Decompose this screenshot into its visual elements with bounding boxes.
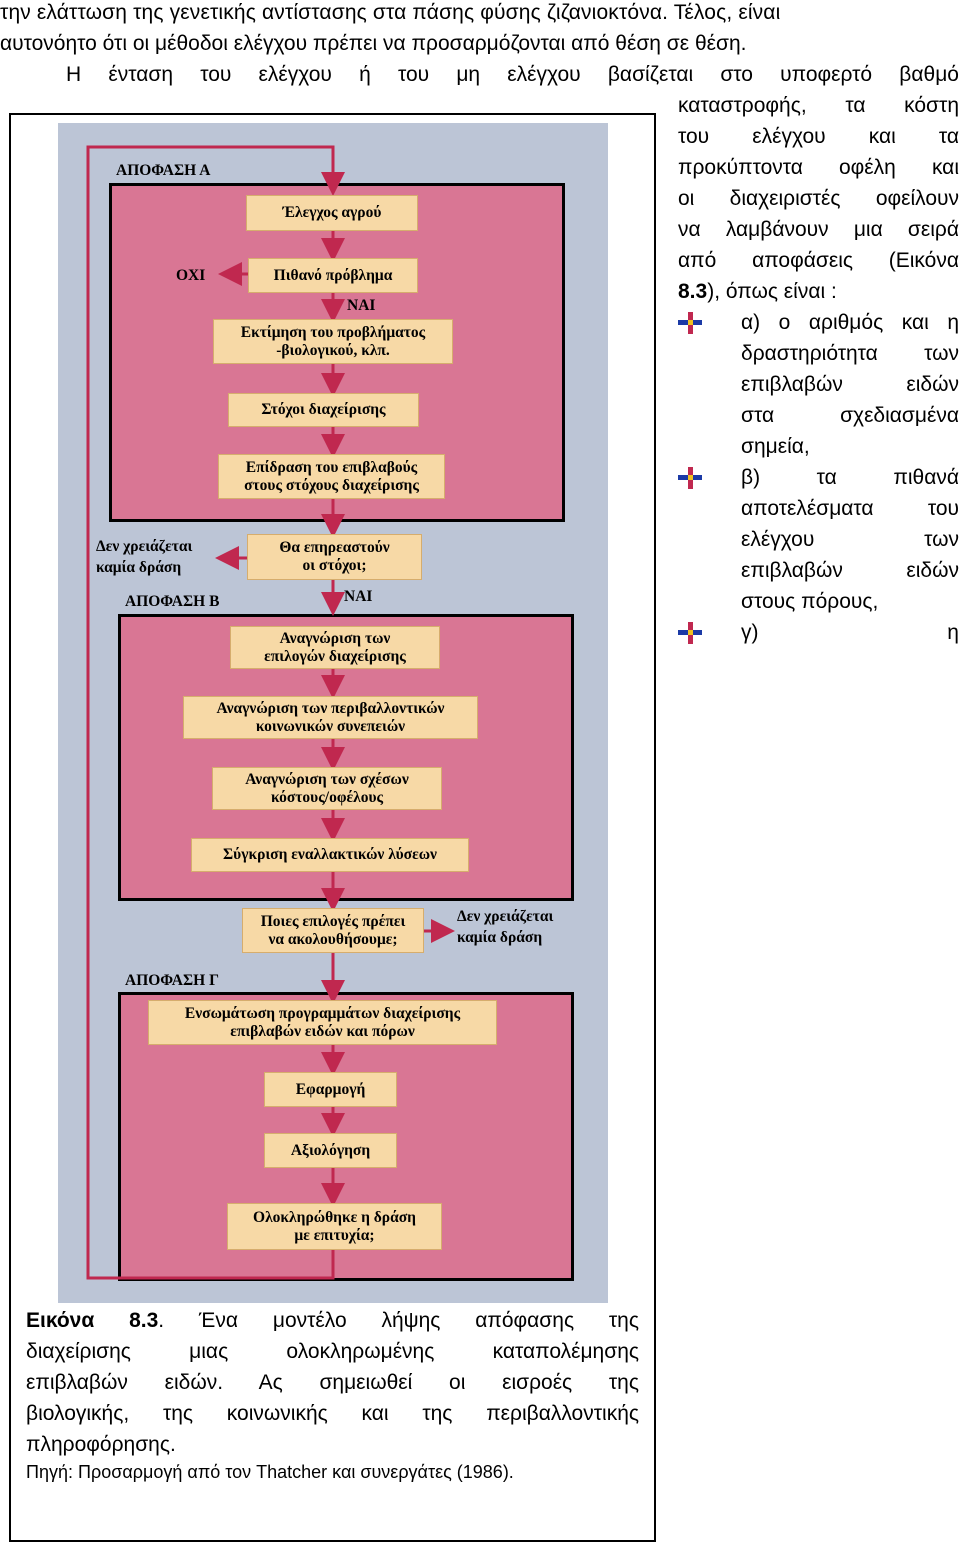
right-line: του ελέγχου και τα — [678, 125, 959, 148]
bullet-c: γ) η — [741, 621, 959, 644]
bullet-a: α) ο αριθμός και η δραστηριότητα των επι… — [741, 311, 959, 458]
node-implementation: Εφαρμογή — [264, 1072, 397, 1107]
body-line-2: αυτονόητο ότι οι μέθοδοι ελέγχου πρέπει … — [0, 32, 747, 55]
figure-frame — [9, 113, 656, 1542]
bullet-icon — [678, 467, 702, 489]
caption-line: βιολογικής, της κοινωνικής και της περιβ… — [26, 1402, 639, 1425]
body-line-3: Η ένταση του ελέγχου ή του μη ελέγχου βα… — [66, 63, 959, 86]
right-line: να λαμβάνουν μια σειρά — [678, 218, 959, 241]
bullet-b: β) τα πιθανά αποτελέσματα του ελέγχου τω… — [741, 466, 959, 613]
figure-reference: 8.3), όπως είναι : — [678, 280, 837, 303]
yes-label-1: ΝΑΙ — [347, 297, 376, 314]
bullet-icon — [678, 312, 702, 334]
node-field-check: Έλεγχος αγρού — [246, 195, 418, 231]
decision-c-label: ΑΠΟΦΑΣΗ Γ — [125, 972, 219, 989]
right-line: από αποφάσεις (Εικόνα — [678, 249, 959, 272]
right-column-text: καταστροφής, τα κόστη του ελέγχου και τα… — [678, 90, 959, 276]
node-evaluation: Αξιολόγηση — [264, 1133, 397, 1168]
caption-line: Εικόνα 8.3. Ένα μοντέλο λήψης απόφασης τ… — [26, 1309, 639, 1332]
body-line-1: την ελάττωση της γενετικής αντίστασης στ… — [0, 1, 781, 24]
feedback-loop-line — [86, 145, 345, 1280]
yes-label-2: ΝΑΙ — [344, 588, 373, 605]
right-line: οι διαχειριστές οφείλουν — [678, 187, 959, 210]
figure-source: Πηγή: Προσαρμογή από τον Thatcher και συ… — [26, 1462, 514, 1482]
caption-line: πληροφόρησης. — [26, 1433, 176, 1456]
node-management-goals: Στόχοι διαχείρισης — [228, 393, 419, 427]
node-problem-estimation: Εκτίμηση του προβλήματος-βιολογικού, κλπ… — [213, 319, 453, 364]
decision-a-label: ΑΠΟΦΑΣΗ Α — [116, 162, 211, 179]
decision-b-label: ΑΠΟΦΑΣΗ Β — [125, 593, 220, 610]
caption-line: διαχείρισης μιας ολοκληρωμένης καταπολέμ… — [26, 1340, 639, 1363]
caption-line: επιβλαβών ειδών. Ας σημειωθεί οι εισροές… — [26, 1371, 639, 1394]
bullet-icon — [678, 622, 702, 644]
no-label: ΟΧΙ — [176, 267, 206, 284]
figure-caption: Εικόνα 8.3. Ένα μοντέλο λήψης απόφασης τ… — [26, 1305, 639, 1460]
node-possible-problem: Πιθανό πρόβλημα — [248, 258, 418, 293]
right-line: προκύπτοντα οφέλη και — [678, 156, 959, 179]
right-line: καταστροφής, τα κόστη — [678, 94, 959, 117]
node-compare: Σύγκριση εναλλακτικών λύσεων — [191, 838, 469, 872]
